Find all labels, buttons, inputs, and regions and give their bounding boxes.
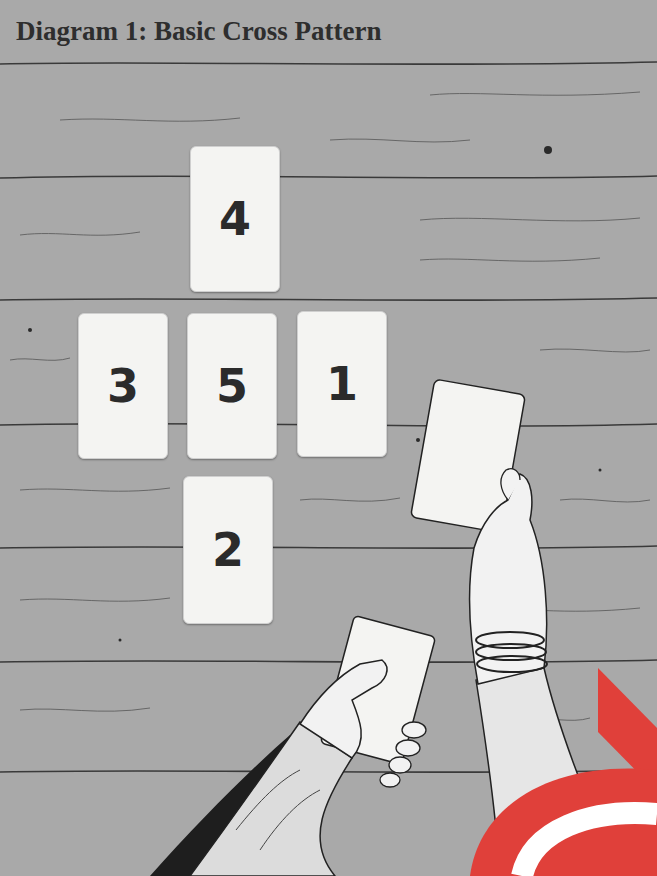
tarot-card: 3 [78, 313, 168, 459]
finger [380, 773, 400, 787]
grain-line [60, 118, 240, 121]
finger [389, 757, 411, 773]
plank-seam [0, 298, 657, 300]
grain-line [430, 92, 640, 95]
card-number: 3 [107, 363, 139, 409]
wood-grain [10, 92, 650, 720]
finger [402, 722, 426, 738]
grain-line [560, 499, 650, 502]
grain-line [540, 349, 650, 352]
left-hand [300, 660, 387, 758]
plank-seams [0, 62, 657, 772]
plank-seam [0, 176, 657, 178]
right-thumb [501, 469, 520, 500]
tarot-card: 4 [190, 146, 280, 292]
white-arc [522, 813, 657, 876]
diagram-title: Diagram 1: Basic Cross Pattern [16, 16, 381, 47]
grain-line [20, 598, 170, 601]
wood-knot [119, 639, 122, 642]
card-number: 5 [216, 363, 248, 409]
plank-seam [0, 660, 657, 662]
grain-line [300, 498, 400, 501]
left-fingers [380, 722, 426, 787]
plank-seam [0, 62, 657, 64]
grain-line [10, 358, 70, 360]
grain-line [420, 258, 600, 261]
bracelet [477, 656, 547, 672]
wood-knot [599, 469, 602, 472]
grain-line [20, 708, 150, 711]
bracelets [476, 632, 547, 672]
grain-line [20, 488, 170, 491]
grain-line [420, 218, 640, 221]
tarot-card: 2 [183, 476, 273, 624]
grain-line [20, 232, 140, 235]
grain-line [330, 139, 470, 142]
right-hand [470, 474, 547, 684]
wood-knot [416, 438, 420, 442]
sleeve-fold [236, 770, 300, 830]
plank-seam [0, 546, 657, 548]
card-number: 2 [212, 527, 244, 573]
wood-knot [28, 328, 32, 332]
tarot-card: 5 [187, 313, 277, 459]
sleeve-fold [260, 790, 320, 850]
tarot-card: 1 [297, 311, 387, 457]
card-number: 4 [219, 196, 251, 242]
finger [396, 740, 420, 756]
red-arc [470, 768, 657, 876]
card-number: 1 [326, 361, 358, 407]
wood-knot [544, 146, 552, 154]
